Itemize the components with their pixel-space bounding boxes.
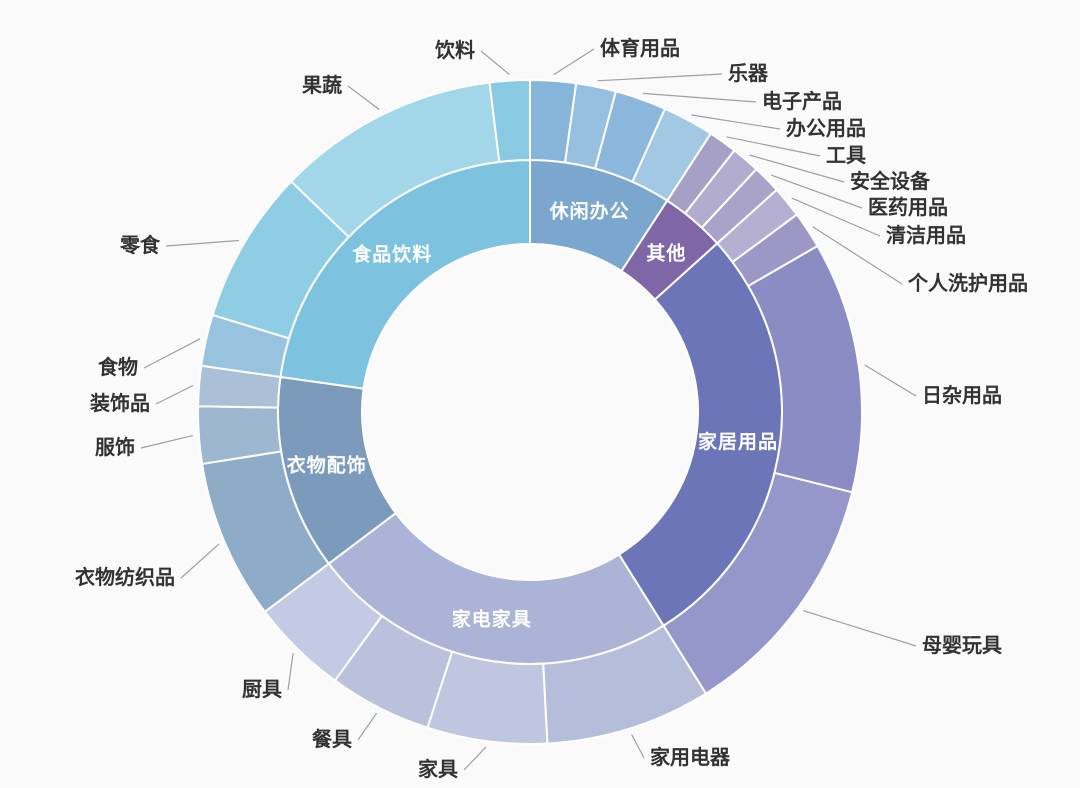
outer-slice-label: 工具	[826, 145, 866, 167]
inner-slice-label: 家电家具	[452, 608, 532, 631]
leader-line	[480, 50, 510, 76]
leader-line	[347, 85, 380, 110]
outer-slice-label: 厨具	[242, 679, 282, 701]
leader-line	[770, 174, 863, 209]
outer-slice-label: 母婴玩具	[922, 634, 1002, 657]
leader-line	[143, 338, 201, 369]
outer-slice-label: 饮料	[434, 38, 475, 62]
inner-slice-label: 休闲办公	[549, 200, 630, 223]
outer-slice-label: 电子产品	[762, 89, 842, 113]
leader-line	[749, 154, 845, 183]
leader-line	[726, 136, 821, 157]
outer-slice-label: 体育用品	[600, 36, 680, 60]
leader-line	[791, 197, 881, 237]
leader-line	[691, 114, 781, 130]
outer-slice-label: 服饰	[95, 435, 135, 459]
outer-slice-label: 乐器	[728, 62, 769, 85]
slice-subcategory-5-3	[488, 78, 531, 163]
leader-line	[864, 364, 917, 397]
leader-line	[812, 226, 903, 285]
outer-slice-label: 清洁用品	[886, 223, 966, 247]
leader-line	[631, 734, 645, 759]
leader-line	[287, 653, 294, 691]
leader-line	[180, 543, 220, 579]
outer-slice-label: 零食	[119, 233, 161, 257]
inner-slice-label: 其他	[646, 241, 686, 264]
outer-slice-label: 果蔬	[302, 74, 342, 97]
outer-slice-label: 装饰品	[89, 391, 150, 415]
outer-slice-label: 办公用品	[786, 116, 866, 140]
outer-slice-label: 餐具	[312, 727, 352, 751]
outer-slice-label: 食物	[98, 355, 138, 379]
inner-slice-label: 食品饮料	[352, 243, 432, 266]
leader-line	[140, 435, 193, 449]
leader-line	[155, 384, 194, 405]
outer-slice-label: 家具	[418, 757, 458, 781]
inner-slice-label: 衣物配饰	[287, 454, 367, 477]
outer-slice-label: 日杂用品	[922, 383, 1002, 407]
leader-line	[642, 92, 757, 103]
leader-line	[553, 48, 595, 76]
outer-slice-label: 衣物纺织品	[75, 565, 175, 589]
leader-line	[165, 239, 239, 247]
leader-line	[597, 73, 723, 82]
leader-line	[357, 712, 378, 741]
inner-slice-label: 家居用品	[698, 430, 778, 453]
outer-slice-label: 安全设备	[850, 169, 931, 193]
outer-slice-label: 医药用品	[868, 195, 948, 219]
leader-line	[803, 610, 917, 647]
leader-line	[463, 746, 487, 771]
outer-slice-label: 个人洗护用品	[907, 271, 1028, 295]
outer-slice-label: 家用电器	[650, 745, 731, 769]
